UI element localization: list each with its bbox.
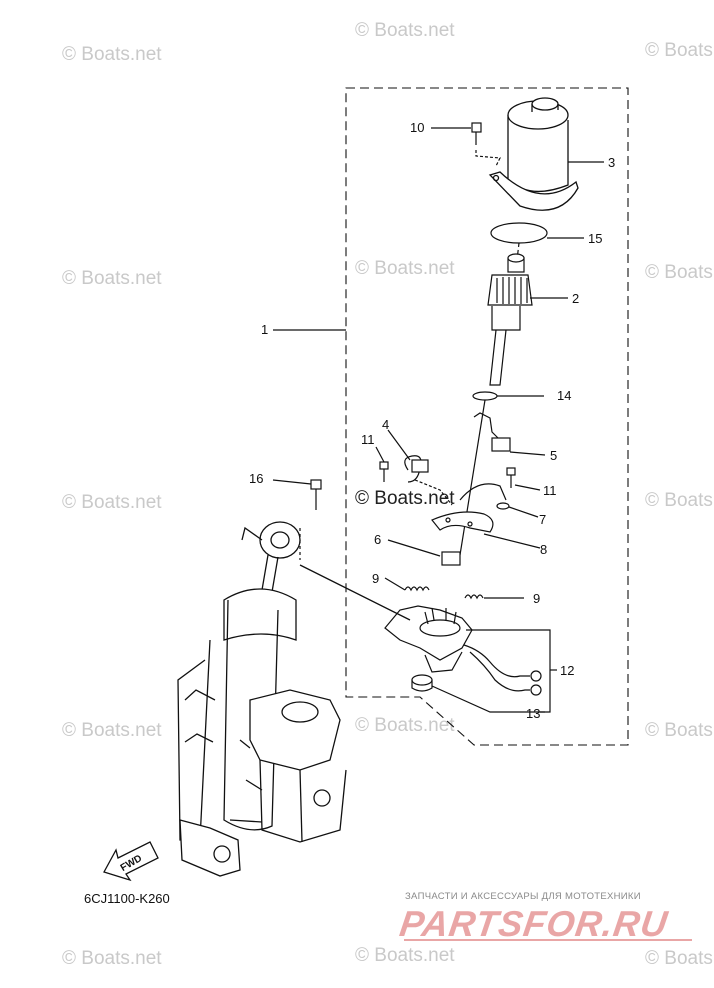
callout-3: 3 xyxy=(608,155,616,170)
watermark: © Boats.net xyxy=(645,490,714,511)
callout-9-left: 9 xyxy=(372,571,380,586)
brush-4 xyxy=(387,429,453,506)
watermark: © Boats.net xyxy=(355,715,455,736)
callout-13: 13 xyxy=(526,706,541,721)
callout-15: 15 xyxy=(588,231,603,246)
brush-holder-plate xyxy=(431,511,541,549)
watermark: © Boats.net xyxy=(355,258,455,279)
connector-6 xyxy=(387,539,461,566)
brand-logo: PARTSFOR.RU xyxy=(397,903,671,944)
watermark: © Boats.net xyxy=(645,262,714,283)
spring-9-right xyxy=(464,594,524,600)
bolt-10 xyxy=(431,122,501,167)
callout-11-left: 11 xyxy=(361,432,375,447)
callout-8: 8 xyxy=(540,542,548,557)
spring-plate xyxy=(459,483,539,518)
brand-tagline: ЗАПЧАСТИ И АКСЕССУАРЫ ДЛЯ МОТОТЕХНИКИ xyxy=(405,891,641,902)
watermark: © Boats.net xyxy=(355,488,455,509)
watermark: © Boats.net xyxy=(62,492,162,513)
screw-11-left xyxy=(375,446,389,482)
callout-4: 4 xyxy=(382,417,390,432)
callout-12: 12 xyxy=(560,663,575,678)
tilt-cylinder-assembly xyxy=(177,521,411,877)
diagram-code: 6CJ1100-K260 xyxy=(84,891,170,906)
callout-6: 6 xyxy=(374,532,382,547)
brush-5 xyxy=(473,412,546,456)
fwd-arrow xyxy=(103,841,159,882)
grommet-13 xyxy=(411,674,545,713)
armature xyxy=(487,242,568,386)
callout-2: 2 xyxy=(572,291,580,306)
screw-11-right xyxy=(506,467,541,491)
watermark: © Boats.net xyxy=(62,948,162,969)
bracket-12 xyxy=(384,605,557,713)
bolt-16 xyxy=(272,479,322,560)
washer xyxy=(472,391,498,401)
callout-14: 14 xyxy=(557,388,572,403)
callout-5: 5 xyxy=(550,448,558,463)
callout-9-right: 9 xyxy=(533,591,541,606)
watermark: © Boats.net xyxy=(645,720,714,741)
callout-7: 7 xyxy=(539,512,547,527)
assembly-boundary xyxy=(345,87,629,746)
o-ring xyxy=(490,222,548,244)
watermark: © Boats.net xyxy=(62,44,162,65)
watermark: © Boats.net xyxy=(645,40,714,61)
watermark: © Boats.net xyxy=(62,720,162,741)
callout-16: 16 xyxy=(249,471,264,486)
motor-yoke xyxy=(488,97,604,211)
callout-10: 10 xyxy=(410,120,425,135)
watermark: © Boats.net xyxy=(355,20,455,41)
watermark: © Boats.net xyxy=(355,945,455,966)
callout-1: 1 xyxy=(261,322,269,337)
watermark: © Boats.net xyxy=(645,948,714,969)
spring-9-left xyxy=(384,577,430,592)
callout-11-right: 11 xyxy=(543,483,557,498)
watermark: © Boats.net xyxy=(62,268,162,289)
